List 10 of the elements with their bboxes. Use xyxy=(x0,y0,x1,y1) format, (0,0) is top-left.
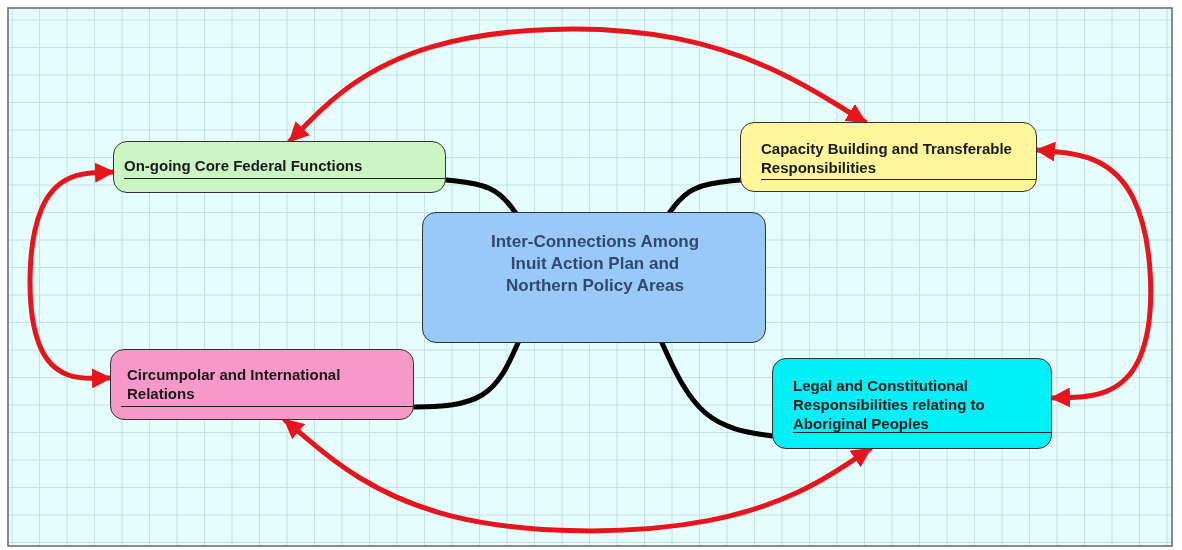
topic-box xyxy=(772,358,1052,449)
topic-box xyxy=(113,141,446,193)
topic-text: Legal and Constitutional Responsibilities relating to Aboriginal Peoples xyxy=(793,376,986,433)
topic-text: Capacity Building and Transferable Responsibilities xyxy=(761,139,1013,177)
central-topic-box xyxy=(422,212,766,343)
topic-box xyxy=(110,349,414,420)
topic-text: On-going Core Federal Functions xyxy=(124,156,364,175)
central-topic-text: Inter-Connections Among Inuit Action Plan and Northern Policy Areas xyxy=(489,231,701,297)
topic-text: Circumpolar and International Relations xyxy=(127,365,342,403)
topic-box xyxy=(740,122,1037,192)
